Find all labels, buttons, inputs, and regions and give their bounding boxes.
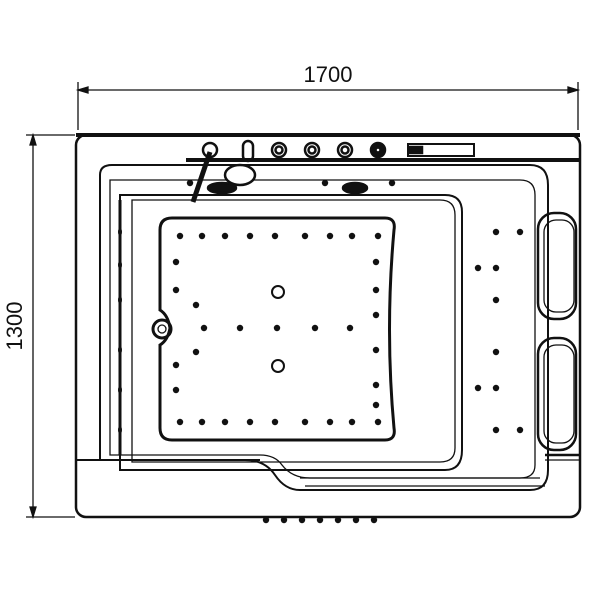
jet-nozzle (388, 179, 396, 187)
jet-nozzle (200, 324, 208, 332)
headrest-pillow-1 (536, 211, 578, 321)
jet-nozzle (311, 324, 319, 332)
jet-nozzle (326, 232, 334, 240)
jet-nozzle (372, 258, 380, 266)
jet-nozzle (118, 261, 122, 269)
jet-nozzle (221, 232, 229, 240)
height-label: 1300 (2, 302, 27, 351)
jet-nozzle (298, 516, 306, 524)
jet-nozzle (192, 348, 200, 356)
jet-nozzle (374, 232, 382, 240)
jet-nozzle (492, 348, 500, 356)
jet-nozzle (374, 418, 382, 426)
jet-nozzle (271, 232, 279, 240)
jet-nozzle (198, 232, 206, 240)
faucet-controls (190, 139, 475, 203)
jet-nozzle (352, 516, 360, 524)
tub-floor (158, 216, 396, 442)
jet-nozzle (198, 418, 206, 426)
jet-nozzle (516, 228, 524, 236)
jet-nozzle (118, 426, 122, 434)
jet-nozzle (372, 401, 380, 409)
height-dimension (26, 132, 75, 520)
jet-nozzle (492, 384, 500, 392)
jet-nozzle (236, 324, 244, 332)
jet-nozzle (372, 346, 380, 354)
jet-nozzle (273, 324, 281, 332)
jet-nozzle (172, 361, 180, 369)
jet-nozzle (492, 228, 500, 236)
jet-nozzle (474, 384, 482, 392)
jet-nozzle (474, 264, 482, 272)
jet-nozzle (492, 264, 500, 272)
jet-nozzle (372, 381, 380, 389)
jet-nozzle (516, 426, 524, 434)
jet-nozzle (271, 418, 279, 426)
jets-group (118, 179, 524, 524)
jet-nozzle (301, 418, 309, 426)
jet-nozzle (118, 228, 122, 236)
headrest-pillow-2 (536, 336, 578, 452)
jet-nozzle (246, 232, 254, 240)
jet-nozzle (348, 418, 356, 426)
jet-nozzle (262, 516, 270, 524)
jet-nozzle (492, 426, 500, 434)
jet-nozzle (326, 418, 334, 426)
jet-nozzle (172, 258, 180, 266)
width-dimension (75, 82, 581, 130)
drain (151, 318, 173, 340)
jet-nozzle (172, 286, 180, 294)
jet-nozzle (118, 346, 122, 354)
jet-nozzle (334, 516, 342, 524)
width-label: 1700 (304, 62, 353, 87)
jet-nozzle (172, 386, 180, 394)
jet-nozzle (280, 516, 288, 524)
air-jet (271, 359, 285, 373)
jet-nozzle (321, 179, 329, 187)
jet-nozzle (348, 232, 356, 240)
jet-nozzle (176, 418, 184, 426)
jet-nozzle (176, 232, 184, 240)
jet-nozzle (346, 324, 354, 332)
jet-nozzle (316, 516, 324, 524)
jet-nozzle (372, 311, 380, 319)
jet-nozzle (492, 296, 500, 304)
air-jet (271, 285, 285, 299)
jet-nozzle (192, 301, 200, 309)
jet-nozzle (370, 516, 378, 524)
jet-nozzle (246, 418, 254, 426)
jet-nozzle (301, 232, 309, 240)
jet-nozzle (118, 296, 122, 304)
jet-nozzle (186, 179, 194, 187)
jet-nozzle (221, 418, 229, 426)
jet-nozzle (372, 286, 380, 294)
jet-nozzle (118, 386, 122, 394)
